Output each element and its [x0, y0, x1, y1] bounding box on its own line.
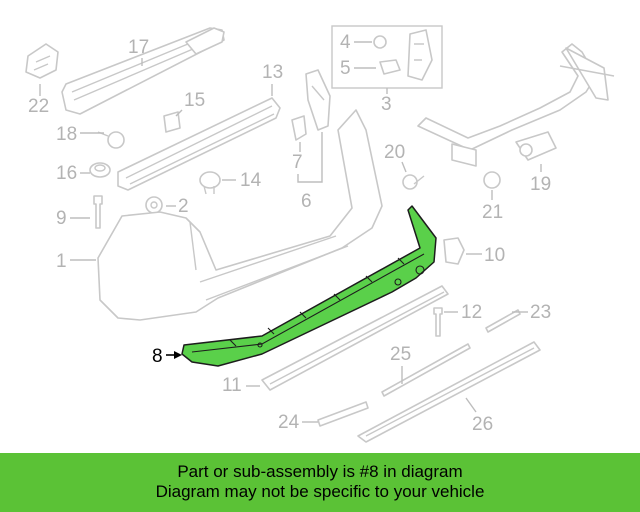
svg-text:6: 6 — [301, 191, 312, 212]
svg-text:12: 12 — [461, 302, 482, 323]
svg-text:19: 19 — [530, 174, 551, 195]
svg-text:9: 9 — [56, 208, 67, 229]
svg-text:24: 24 — [278, 412, 300, 433]
part-13-energy-absorber[interactable] — [117, 97, 281, 191]
part-23-trim-strip[interactable] — [485, 309, 521, 333]
callout-3: 3 — [381, 88, 392, 115]
caption-banner: Part or sub-assembly is #8 in diagram Di… — [0, 453, 640, 512]
callout-16: 16 — [56, 163, 90, 184]
part-16-retainer[interactable] — [89, 162, 111, 178]
svg-text:7: 7 — [292, 152, 303, 173]
callout-22: 22 — [28, 84, 49, 117]
parts-diagram: 17 22 13 15 18 16 — [25, 25, 615, 443]
svg-text:13: 13 — [262, 62, 283, 83]
svg-text:2: 2 — [178, 196, 189, 217]
svg-text:15: 15 — [184, 90, 205, 111]
callout-7: 7 — [292, 142, 303, 173]
part-3-bracket[interactable] — [407, 29, 433, 81]
caption-line-2: Diagram may not be specific to your vehi… — [155, 482, 485, 501]
callout-25: 25 — [390, 344, 411, 384]
part-22-bracket[interactable] — [25, 43, 59, 79]
part-21-nut[interactable] — [483, 171, 501, 189]
part-4-screw[interactable] — [373, 35, 387, 49]
part-25-trim-strip[interactable] — [381, 343, 471, 397]
svg-text:20: 20 — [384, 142, 405, 163]
part-10-bracket[interactable] — [443, 237, 465, 265]
svg-text:8: 8 — [152, 346, 163, 367]
callout-13: 13 — [262, 62, 283, 96]
callout-2: 2 — [166, 196, 189, 217]
part-11-valance-strip[interactable] — [261, 285, 449, 391]
part-18-push-pin[interactable] — [97, 131, 125, 149]
callout-17: 17 — [128, 37, 149, 66]
caption-line-1: Part or sub-assembly is #8 in diagram — [177, 462, 463, 481]
part-6-bracket[interactable] — [305, 69, 331, 131]
callout-9: 9 — [56, 208, 90, 229]
svg-text:1: 1 — [56, 251, 67, 272]
callout-15: 15 — [175, 90, 205, 117]
svg-text:11: 11 — [222, 375, 242, 396]
part-14-retainer[interactable] — [199, 171, 221, 195]
svg-text:26: 26 — [472, 414, 493, 435]
callout-8: 8 — [152, 346, 182, 367]
callout-14: 14 — [222, 170, 262, 191]
callout-5: 5 — [340, 58, 376, 79]
part-26-step-pad[interactable] — [357, 341, 541, 443]
svg-text:25: 25 — [390, 344, 411, 365]
part-17-reinforcement-beam[interactable] — [61, 27, 225, 115]
callout-20: 20 — [384, 142, 407, 173]
part-1-bumper-cover[interactable] — [97, 109, 383, 321]
callout-11: 11 — [222, 375, 260, 396]
svg-text:22: 22 — [28, 96, 49, 117]
svg-text:3: 3 — [381, 94, 392, 115]
callout-6: 6 — [297, 132, 323, 212]
svg-text:14: 14 — [240, 170, 262, 191]
part-7-bracket[interactable] — [291, 115, 307, 141]
part-20-bolt[interactable] — [402, 174, 425, 190]
callout-26: 26 — [465, 397, 493, 435]
callout-4: 4 — [340, 32, 372, 53]
svg-text:18: 18 — [56, 124, 77, 145]
callout-19: 19 — [530, 164, 551, 195]
svg-text:10: 10 — [484, 245, 505, 266]
svg-text:23: 23 — [530, 302, 551, 323]
callout-18: 18 — [56, 124, 104, 145]
callout-24: 24 — [278, 412, 318, 433]
part-19-tow-hitch[interactable] — [417, 43, 615, 167]
svg-text:4: 4 — [340, 32, 351, 53]
callout-12: 12 — [444, 302, 482, 323]
callout-23: 23 — [512, 302, 551, 323]
part-2-nut[interactable] — [145, 196, 163, 214]
callout-21: 21 — [482, 190, 503, 223]
callout-10: 10 — [466, 245, 505, 266]
callout-1: 1 — [56, 251, 96, 272]
svg-text:17: 17 — [128, 37, 149, 58]
part-15-clip[interactable] — [163, 111, 181, 133]
part-9-bolt[interactable] — [93, 195, 103, 229]
part-5-clip[interactable] — [379, 59, 401, 75]
part-24-trim-strip[interactable] — [317, 401, 369, 427]
svg-text:21: 21 — [482, 202, 503, 223]
part-12-bolt[interactable] — [433, 307, 443, 337]
svg-text:5: 5 — [340, 58, 351, 79]
svg-text:16: 16 — [56, 163, 77, 184]
part-8-highlighted[interactable] — [181, 205, 437, 367]
